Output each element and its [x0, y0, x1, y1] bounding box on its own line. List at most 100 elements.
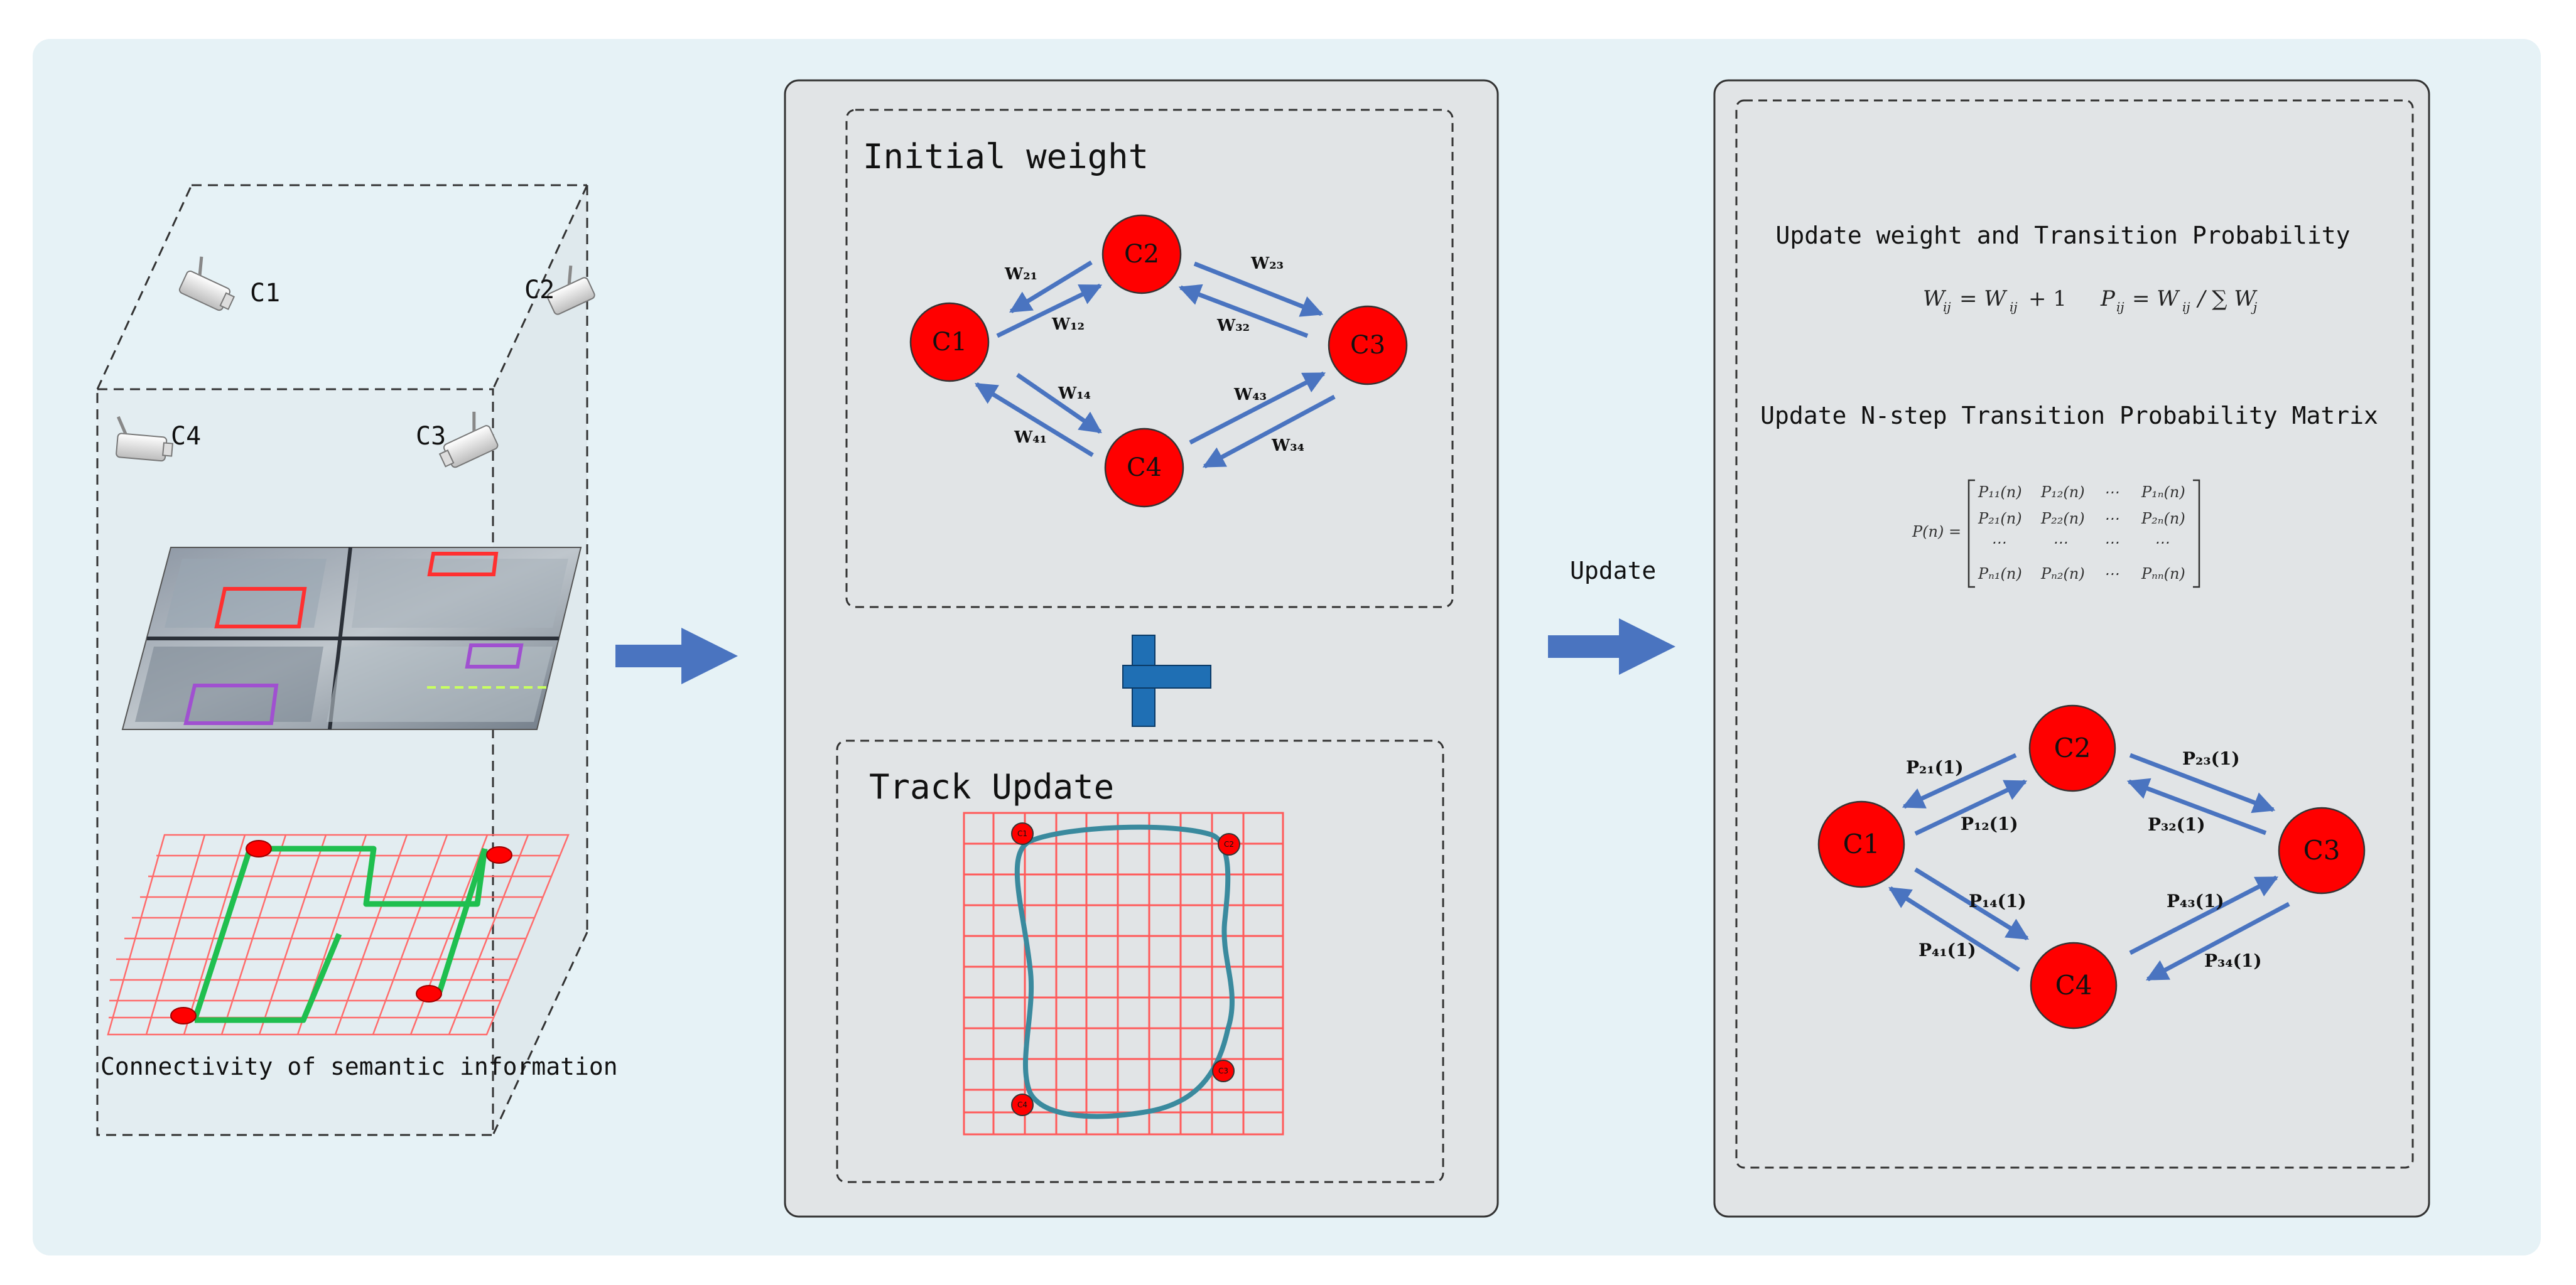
track-update-box — [836, 739, 1444, 1183]
svg-text:⋯: ⋯ — [2154, 534, 2169, 551]
right-inner-box — [1735, 99, 2414, 1169]
track-trajectory — [1014, 824, 1235, 1119]
svg-text:⋯: ⋯ — [2104, 510, 2119, 527]
initial-weight-box — [845, 109, 1454, 608]
camera-label: C2 — [524, 276, 555, 304]
edge-label-w21: W₂₁ — [1004, 265, 1037, 284]
right-panel — [1713, 79, 2430, 1218]
camera-c4: C4 — [116, 416, 201, 462]
edge-label-p41: P₄₁(1) — [1918, 940, 1976, 960]
svg-text:P₁₁(n): P₁₁(n) — [1978, 483, 2022, 501]
track-grid — [963, 812, 1284, 1136]
svg-text:= W: = W — [2132, 286, 2180, 311]
svg-text:ij: ij — [2010, 299, 2018, 315]
camera-label: C3 — [416, 422, 446, 451]
edge-label-p32: P₃₂(1) — [2148, 814, 2205, 835]
transition-matrix: P(n) = P₁₁(n) P₁₂(n) ⋯ P₁ₙ(n) P₂₁(n) P₂₂… — [1912, 479, 2200, 588]
svg-text:⋯: ⋯ — [1991, 534, 2006, 551]
semantic-path — [192, 846, 488, 1023]
track-camera-markers: C1 C2 C3 C4 — [1011, 822, 1240, 1116]
svg-text:/ ∑ W: / ∑ W — [2196, 286, 2258, 311]
svg-text:P₂₂(n): P₂₂(n) — [2040, 510, 2085, 527]
svg-text:P₁₂(n): P₁₂(n) — [2040, 483, 2085, 501]
svg-text:Pₙ₁(n): Pₙ₁(n) — [1978, 565, 2022, 583]
node-label: C1 — [1843, 829, 1880, 859]
node-label: C2 — [1124, 240, 1159, 269]
node-label: C2 — [2054, 733, 2091, 763]
track-marker-label: C4 — [1017, 1100, 1027, 1109]
camera-icon — [178, 256, 235, 311]
heading-update-weight: Update weight and Transition Probability — [1775, 222, 2350, 249]
semantic-caption: Connectivity of semantic information — [100, 1053, 618, 1080]
svg-text:= W: = W — [1959, 286, 2008, 311]
camera-icon — [546, 265, 595, 315]
camera-label: C4 — [171, 422, 201, 451]
svg-text:ij: ij — [1943, 299, 1951, 315]
track-update-title: Track Update — [869, 767, 1114, 807]
svg-text:P₂₁(n): P₂₁(n) — [1978, 510, 2022, 527]
camera-c2: C2 — [524, 265, 595, 315]
graph-node-c4 — [1104, 427, 1184, 508]
svg-text:W: W — [1923, 286, 1947, 311]
svg-text:P: P — [2100, 286, 2116, 311]
node-label: C4 — [2055, 970, 2092, 1001]
edge-label-w23: W₂₃ — [1250, 254, 1284, 273]
track-marker-label: C3 — [1218, 1067, 1228, 1075]
edge-label-p34: P₃₄(1) — [2204, 950, 2262, 971]
edge-label-w32: W₃₂ — [1216, 316, 1250, 335]
surveillance-image-mosaic — [121, 547, 582, 730]
svg-text:P₁ₙ(n): P₁ₙ(n) — [2141, 483, 2185, 501]
heading-update-matrix: Update N-step Transition Probability Mat… — [1760, 402, 2378, 429]
graph-node-c3 — [1328, 305, 1408, 385]
plus-icon — [1122, 635, 1211, 727]
initial-weight-graph: W₂₁ W₁₂ W₂₃ W₃₂ W₁₄ W₄₁ W₄₃ W₃₄ C1 C2 C3… — [909, 214, 1408, 508]
svg-text:P(n) =: P(n) = — [1912, 523, 1961, 540]
edge-label-w43: W₄₃ — [1233, 385, 1267, 404]
svg-text:⋯: ⋯ — [2104, 534, 2119, 551]
edge-label-p21: P₂₁(1) — [1906, 757, 1964, 778]
camera-c3: C3 — [416, 411, 499, 468]
graph-node-c2 — [1101, 214, 1182, 294]
svg-text:Pₙₙ(n): Pₙₙ(n) — [2141, 565, 2185, 583]
camera-c1: C1 — [178, 256, 280, 311]
initial-weight-title: Initial weight — [863, 137, 1149, 176]
svg-text:⋯: ⋯ — [2104, 483, 2119, 501]
graph-node-c1 — [909, 302, 990, 382]
update-label: Update — [1570, 557, 1656, 584]
edge-label-w14: W₁₄ — [1058, 384, 1091, 403]
edge-label-w12: W₁₂ — [1051, 315, 1085, 334]
track-marker-label: C2 — [1224, 840, 1234, 849]
svg-text:ij: ij — [2116, 299, 2124, 315]
svg-text:+ 1: + 1 — [2028, 286, 2067, 311]
flow-arrow-right — [615, 628, 738, 684]
node-label: C3 — [2303, 835, 2341, 866]
svg-text:j: j — [2251, 299, 2257, 315]
camera-nodes-on-grid — [170, 840, 512, 1024]
flow-arrow-right — [1548, 618, 1675, 675]
edge-label-p12: P₁₂(1) — [1961, 814, 2018, 834]
transition-probability-graph: P₂₁(1) P₁₂(1) P₂₃(1) P₃₂(1) P₁₄(1) P₄₁(1… — [1817, 704, 2366, 1030]
graph-node-c3 — [2278, 807, 2366, 895]
weight-update-formula: W ij = W ij + 1 P ij = W ij / ∑ W j — [1923, 286, 2258, 315]
edge-label-w34: W₃₄ — [1271, 436, 1304, 455]
svg-text:ij: ij — [2182, 299, 2190, 315]
edge-label-p14: P₁₄(1) — [1969, 891, 2027, 911]
track-marker-label: C1 — [1017, 829, 1027, 838]
edge-label-w41: W₄₁ — [1014, 428, 1047, 447]
svg-text:⋯: ⋯ — [2104, 565, 2119, 583]
graph-node-c1 — [1817, 800, 1905, 888]
camera-icon — [438, 411, 499, 468]
svg-text:⋯: ⋯ — [2052, 534, 2067, 551]
svg-text:P₂ₙ(n): P₂ₙ(n) — [2141, 510, 2185, 527]
edge-label-p23: P₂₃(1) — [2182, 748, 2240, 769]
edge-label-p43: P₄₃(1) — [2167, 891, 2224, 911]
node-label: C3 — [1350, 331, 1385, 360]
svg-text:Pₙ₂(n): Pₙ₂(n) — [2040, 565, 2085, 583]
camera-icon — [116, 416, 173, 462]
graph-node-c4 — [2030, 942, 2118, 1030]
node-label: C1 — [932, 328, 967, 357]
graph-node-c2 — [2028, 704, 2116, 792]
camera-label: C1 — [250, 279, 280, 308]
node-label: C4 — [1127, 453, 1162, 482]
